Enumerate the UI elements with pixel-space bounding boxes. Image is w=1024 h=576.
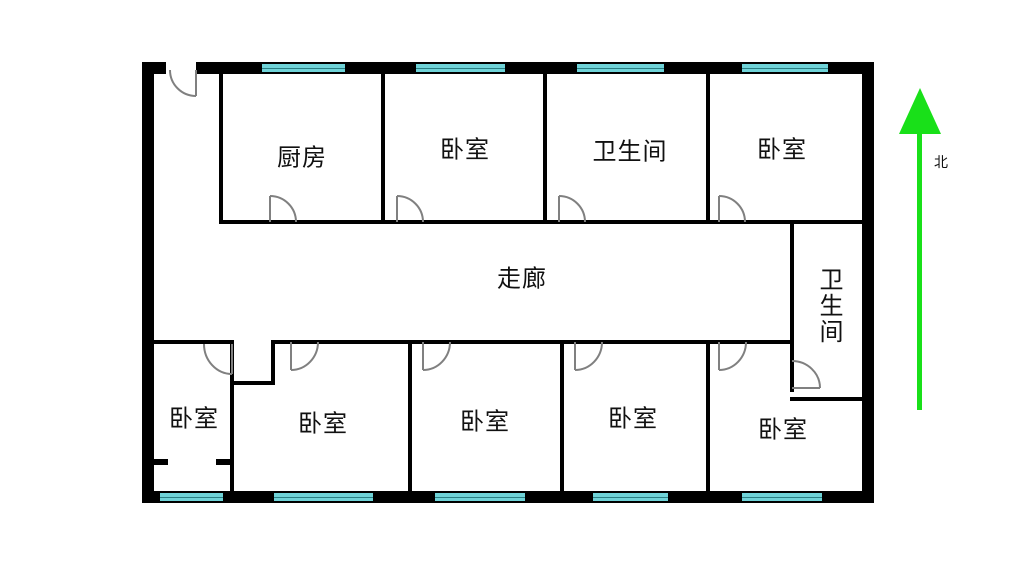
window (435, 493, 525, 501)
wall (408, 340, 412, 492)
window (262, 64, 345, 72)
door-icon (718, 195, 746, 223)
wall (560, 340, 564, 492)
arrow-shaft (917, 130, 922, 410)
door-icon (558, 195, 586, 223)
outer-wall-east (862, 62, 874, 503)
entry-door-gap (166, 62, 196, 74)
wall (790, 397, 862, 401)
door-icon (791, 360, 821, 389)
wall (230, 340, 234, 503)
wall (790, 224, 794, 392)
window (593, 493, 668, 501)
wall (219, 74, 223, 224)
room-label-corridor: 走廊 (497, 264, 547, 293)
room-label-bedroom: 卧室 (757, 135, 807, 164)
door-icon (422, 341, 451, 371)
window (742, 64, 828, 72)
wall-stub (154, 459, 168, 465)
door-icon (290, 341, 319, 371)
room-label-bedroom: 卧室 (608, 404, 658, 433)
wall (230, 381, 275, 385)
wall (381, 74, 385, 224)
room-label-bedroom: 卧室 (758, 415, 808, 444)
north-label: 北 (934, 155, 948, 171)
window (742, 493, 822, 501)
door-icon (203, 343, 233, 375)
window (160, 493, 223, 501)
room-label-bathroom: 卫生间 (592, 137, 668, 166)
corridor-wall-north (219, 220, 862, 224)
room-label-bedroom: 卧室 (169, 404, 219, 433)
door-icon (574, 341, 603, 371)
room-label-kitchen: 厨房 (277, 143, 327, 172)
room-label-bedroom: 卧室 (440, 135, 490, 164)
room-label-bedroom: 卧室 (460, 407, 510, 436)
wall (543, 74, 547, 224)
wall (271, 340, 275, 385)
window (416, 64, 505, 72)
wall-stub (216, 459, 230, 465)
wall (706, 340, 710, 492)
door-icon (718, 341, 747, 371)
arrow-up-icon (899, 88, 941, 134)
outer-wall-west (142, 62, 154, 503)
corridor-wall-south (273, 340, 793, 344)
window (274, 493, 373, 501)
door-icon (169, 69, 197, 97)
corridor-wall-south (154, 340, 234, 344)
room-label-bedroom: 卧室 (298, 409, 348, 438)
door-icon (269, 195, 297, 223)
room-label-bathroom-east: 卫生间 (815, 267, 843, 345)
window (577, 64, 664, 72)
wall (706, 74, 710, 224)
door-icon (396, 195, 424, 223)
